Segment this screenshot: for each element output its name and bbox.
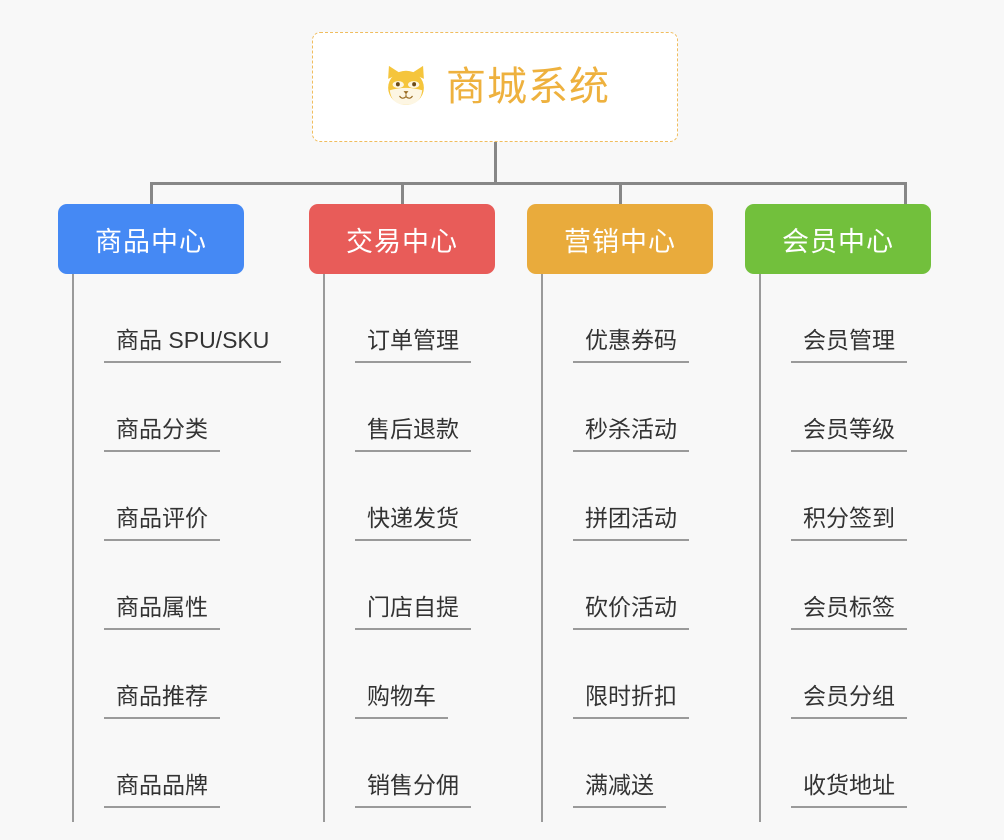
leaf-list: 订单管理 售后退款 快递发货 门店自提 购物车 销售分佣 [323,274,509,808]
connector-root-stem [494,142,497,184]
branch-column-member-center: 会员管理 会员等级 积分签到 会员标签 会员分组 收货地址 [745,274,945,834]
branch-column-marketing-center: 优惠券码 秒杀活动 拼团活动 砍价活动 限时折扣 满减送 [527,274,727,834]
leaf-label: 购物车 [355,683,448,719]
branch-spine [759,274,761,822]
leaf-list: 商品 SPU/SKU 商品分类 商品评价 商品属性 商品推荐 商品品牌 [72,274,288,808]
leaf-label: 满减送 [573,772,666,808]
category-node-product-center[interactable]: 商品中心 [58,204,244,274]
category-node-trade-center[interactable]: 交易中心 [309,204,495,274]
branch-column-product-center: 商品 SPU/SKU 商品分类 商品评价 商品属性 商品推荐 商品品牌 [58,274,288,834]
leaf-label: 订单管理 [355,327,471,363]
category-node-marketing-center[interactable]: 营销中心 [527,204,713,274]
leaf-label: 限时折扣 [573,683,689,719]
leaf-item[interactable]: 门店自提 [323,541,509,630]
leaf-label: 收货地址 [791,772,907,808]
connector-drop-3 [904,182,907,204]
leaf-item[interactable]: 限时折扣 [541,630,727,719]
leaf-label: 商品 SPU/SKU [104,327,282,363]
dog-face-icon [388,65,424,105]
leaf-item[interactable]: 销售分佣 [323,719,509,808]
connector-drop-0 [150,182,153,204]
category-label: 会员中心 [782,226,894,257]
leaf-item[interactable]: 商品推荐 [72,630,288,719]
connector-horizontal-bus [150,182,906,185]
leaf-label: 门店自提 [355,594,471,630]
leaf-item[interactable]: 订单管理 [323,274,509,363]
leaf-label: 积分签到 [791,505,907,541]
leaf-label: 秒杀活动 [573,416,689,452]
leaf-item[interactable]: 商品属性 [72,541,288,630]
leaf-label: 会员分组 [791,683,907,719]
root-title: 商城系统 [446,65,610,109]
category-node-member-center[interactable]: 会员中心 [745,204,931,274]
leaf-label: 会员管理 [791,327,907,363]
leaf-label: 销售分佣 [355,772,471,808]
leaf-item[interactable]: 满减送 [541,719,727,808]
leaf-item[interactable]: 拼团活动 [541,452,727,541]
leaf-item[interactable]: 会员标签 [759,541,945,630]
category-label: 商品中心 [95,226,207,257]
leaf-label: 售后退款 [355,416,471,452]
branch-spine [323,274,325,822]
leaf-label: 会员标签 [791,594,907,630]
leaf-item[interactable]: 砍价活动 [541,541,727,630]
leaf-item[interactable]: 快递发货 [323,452,509,541]
branch-spine [541,274,543,822]
leaf-item[interactable]: 商品评价 [72,452,288,541]
connector-drop-1 [401,182,404,204]
leaf-label: 会员等级 [791,416,907,452]
leaf-item[interactable]: 会员管理 [759,274,945,363]
leaf-item[interactable]: 商品品牌 [72,719,288,808]
category-label: 营销中心 [564,226,676,257]
leaf-label: 砍价活动 [573,594,689,630]
leaf-item[interactable]: 会员等级 [759,363,945,452]
branch-spine [72,274,74,822]
leaf-label: 优惠券码 [573,327,689,363]
leaf-item[interactable]: 购物车 [323,630,509,719]
leaf-list: 优惠券码 秒杀活动 拼团活动 砍价活动 限时折扣 满减送 [541,274,727,808]
root-node[interactable]: 商城系统 [312,32,678,142]
leaf-item[interactable]: 商品 SPU/SKU [72,274,288,363]
leaf-item[interactable]: 收货地址 [759,719,945,808]
leaf-label: 快递发货 [355,505,471,541]
leaf-item[interactable]: 商品分类 [72,363,288,452]
leaf-item[interactable]: 积分签到 [759,452,945,541]
leaf-item[interactable]: 优惠券码 [541,274,727,363]
leaf-label: 商品属性 [104,594,220,630]
connector-drop-2 [619,182,622,204]
leaf-item[interactable]: 秒杀活动 [541,363,727,452]
leaf-label: 商品分类 [104,416,220,452]
branch-column-trade-center: 订单管理 售后退款 快递发货 门店自提 购物车 销售分佣 [309,274,509,834]
leaf-item[interactable]: 售后退款 [323,363,509,452]
category-label: 交易中心 [346,226,458,257]
leaf-label: 商品品牌 [104,772,220,808]
leaf-item[interactable]: 会员分组 [759,630,945,719]
leaf-label: 商品推荐 [104,683,220,719]
leaf-label: 商品评价 [104,505,220,541]
leaf-list: 会员管理 会员等级 积分签到 会员标签 会员分组 收货地址 [759,274,945,808]
leaf-label: 拼团活动 [573,505,689,541]
